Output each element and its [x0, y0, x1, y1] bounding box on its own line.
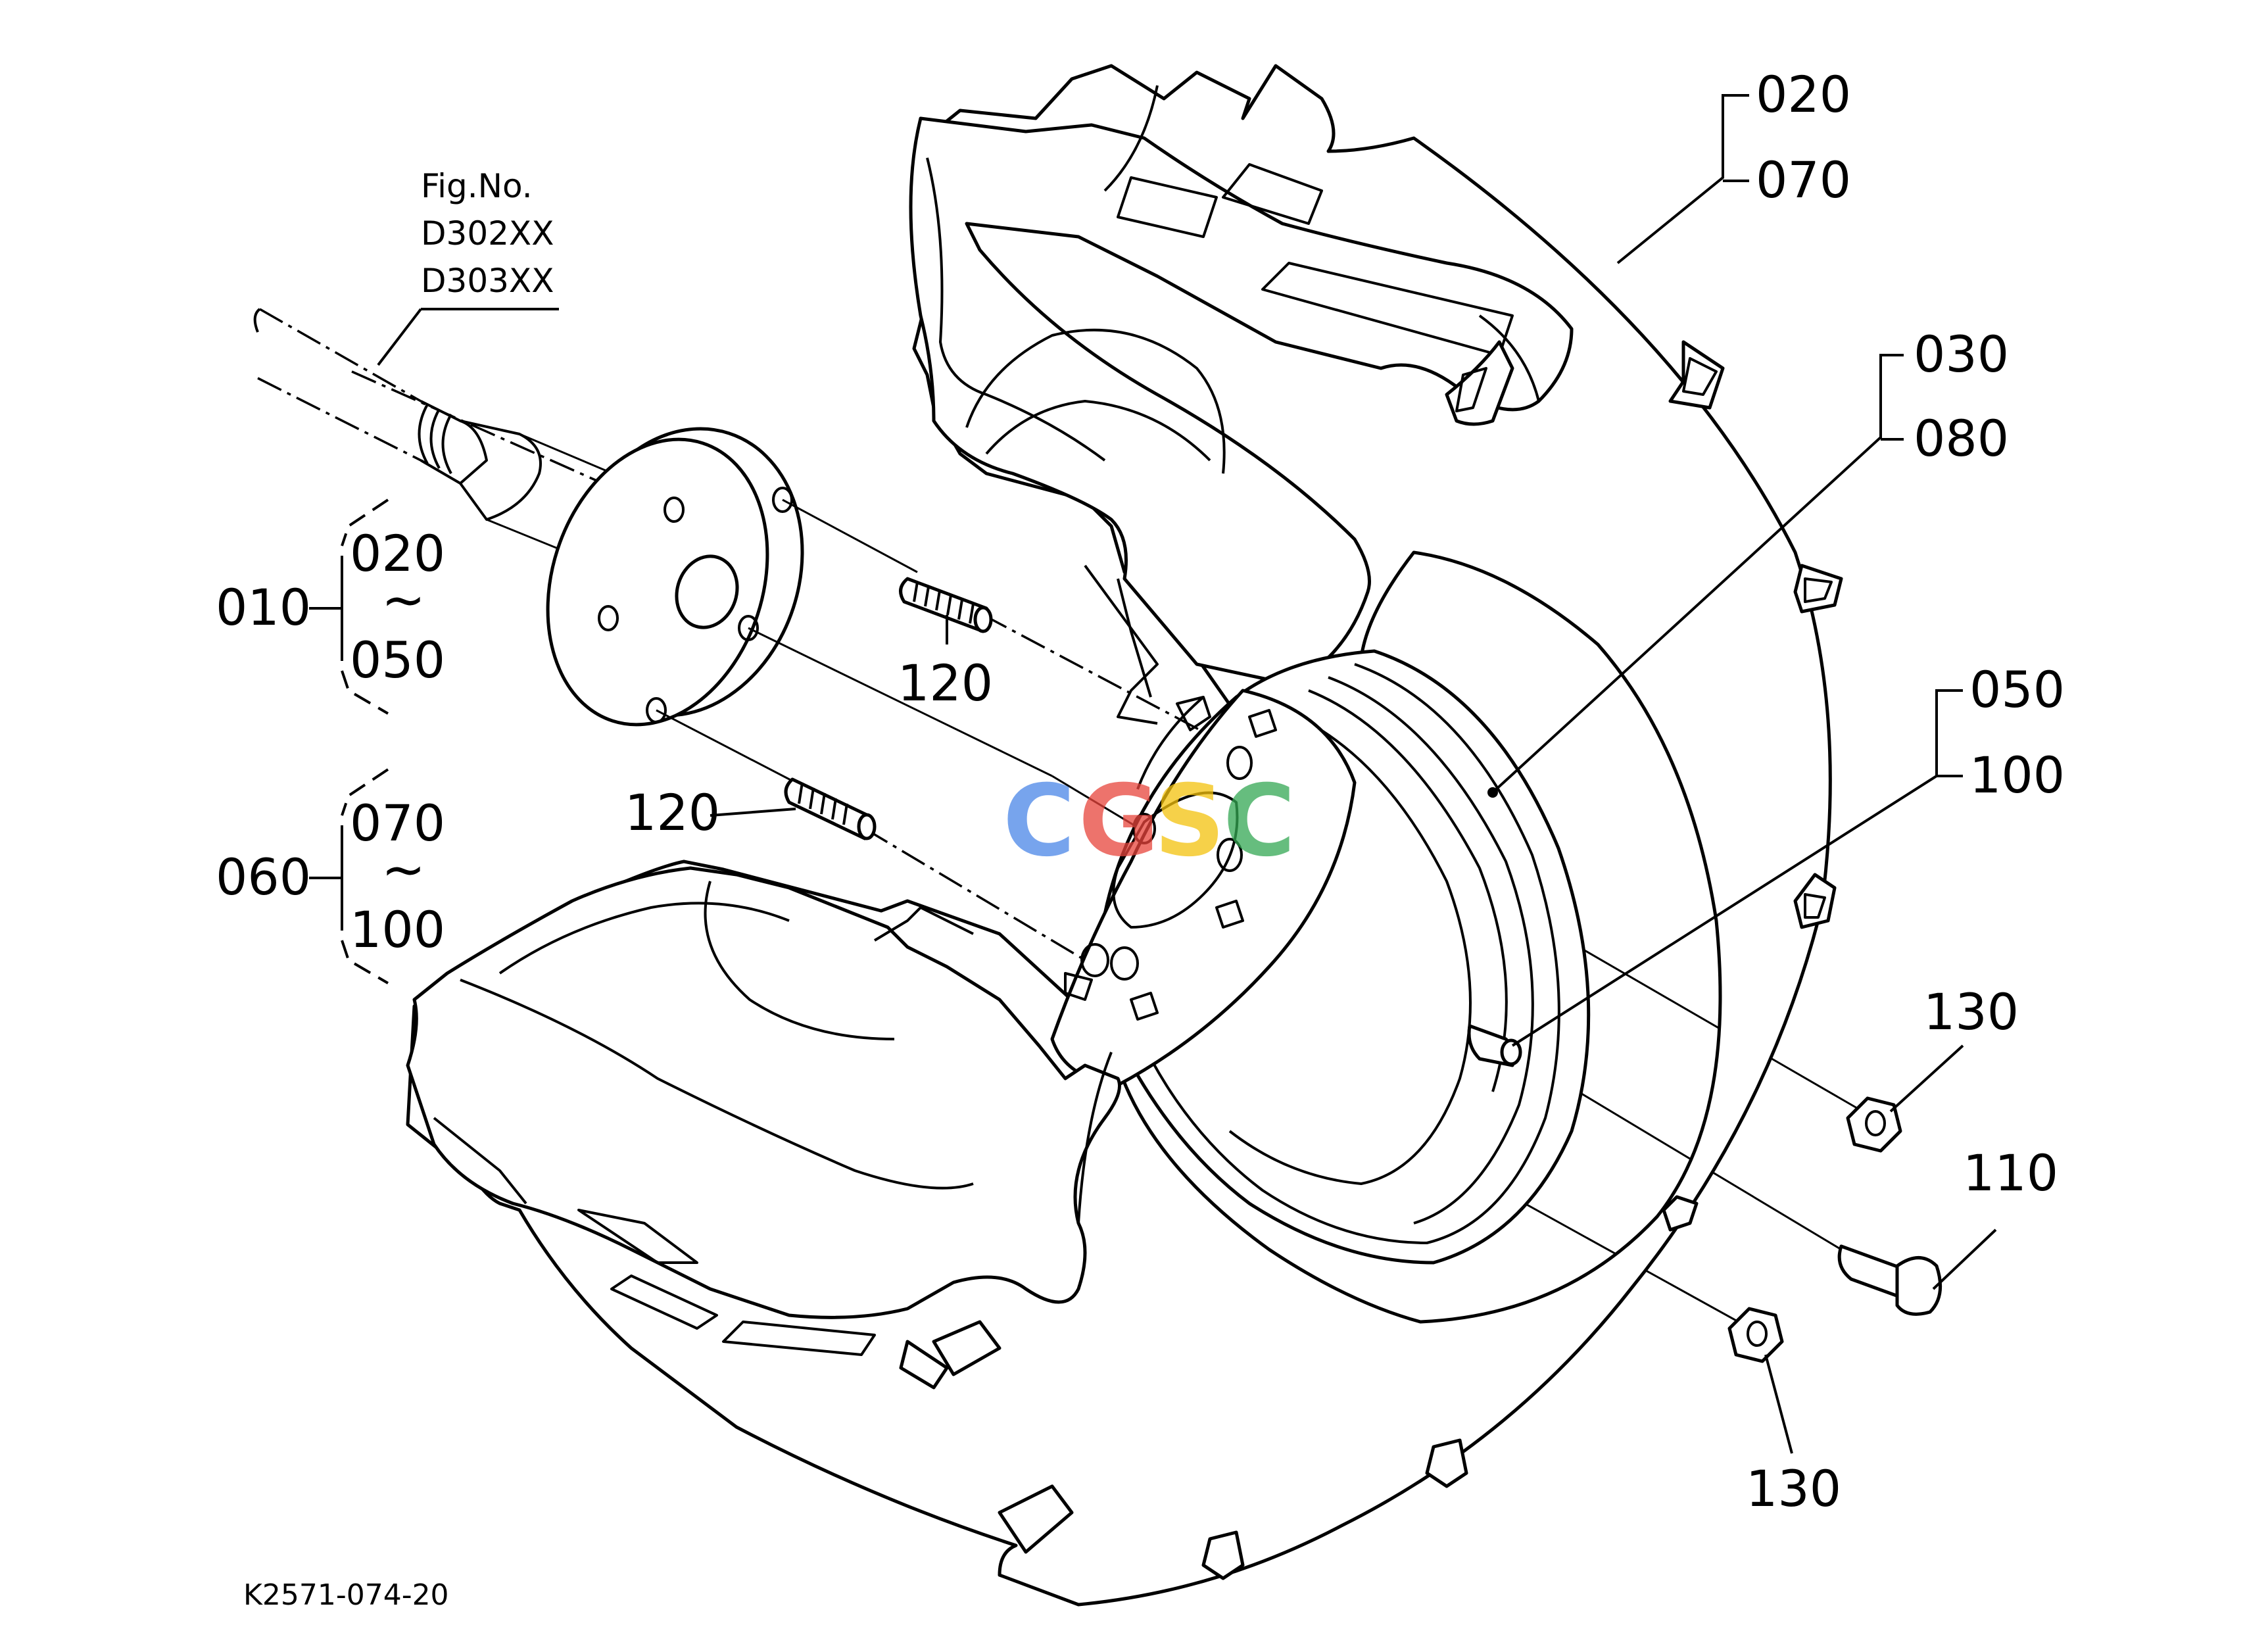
fig-reference: Fig.No. D302XX D303XX: [421, 167, 554, 300]
group-060: 060 070 ~ 100: [216, 794, 445, 959]
fig-code-d303: D303XX: [421, 262, 554, 300]
tire-treads: [899, 340, 1843, 1580]
nut-upper: [1846, 1096, 1902, 1153]
bolt: [1837, 1244, 1942, 1316]
watermark-letter-s: S: [1154, 764, 1225, 879]
fig-code-d302: D302XX: [421, 214, 554, 253]
watermark-letter-c: C: [1003, 764, 1075, 879]
callout-100: 100: [1969, 746, 2065, 804]
group-010-id: 010: [216, 578, 311, 637]
group-010-tilde: ~: [381, 570, 425, 631]
group-060-tilde: ~: [381, 839, 425, 900]
valve-stem: [1467, 1024, 1522, 1067]
hub-plate: [546, 427, 804, 727]
watermark-cgsc: C G S C: [1003, 764, 1295, 879]
stud-upper: [899, 577, 993, 633]
callout-130-lower: 130: [1746, 1459, 1841, 1518]
callout-070: 070: [1756, 151, 1851, 209]
nut-lower: [1727, 1307, 1784, 1363]
callout-030: 030: [1914, 325, 2009, 383]
callout-130-upper: 130: [1923, 983, 2019, 1041]
watermark-letter-g: G: [1078, 764, 1159, 879]
wheel-rim: [1050, 649, 1591, 1265]
callout-080: 080: [1914, 409, 2009, 468]
group-010-to: 050: [350, 631, 445, 689]
upper-tire-half: [909, 85, 1574, 725]
callout-050: 050: [1969, 660, 2065, 719]
callout-120-lower: 120: [625, 783, 720, 842]
fig-no-label: Fig.No.: [421, 167, 533, 205]
group-060-to: 100: [350, 900, 445, 959]
lower-tire-half: [406, 866, 1121, 1356]
group-010-from: 020: [350, 524, 445, 583]
stud-lower: [784, 777, 877, 840]
group-060-from: 070: [350, 794, 445, 852]
callout-020: 020: [1756, 65, 1851, 124]
group-010: 010 020 ~ 050: [216, 524, 445, 689]
group-060-id: 060: [216, 848, 311, 906]
rim-point-marker: [1487, 787, 1498, 798]
drawing-code: K2571-074-20: [243, 1578, 449, 1612]
watermark-letter-c2: C: [1223, 764, 1295, 879]
callout-110: 110: [1963, 1144, 2058, 1202]
callout-120-upper: 120: [898, 654, 993, 712]
leader-lines: [309, 94, 1997, 1454]
